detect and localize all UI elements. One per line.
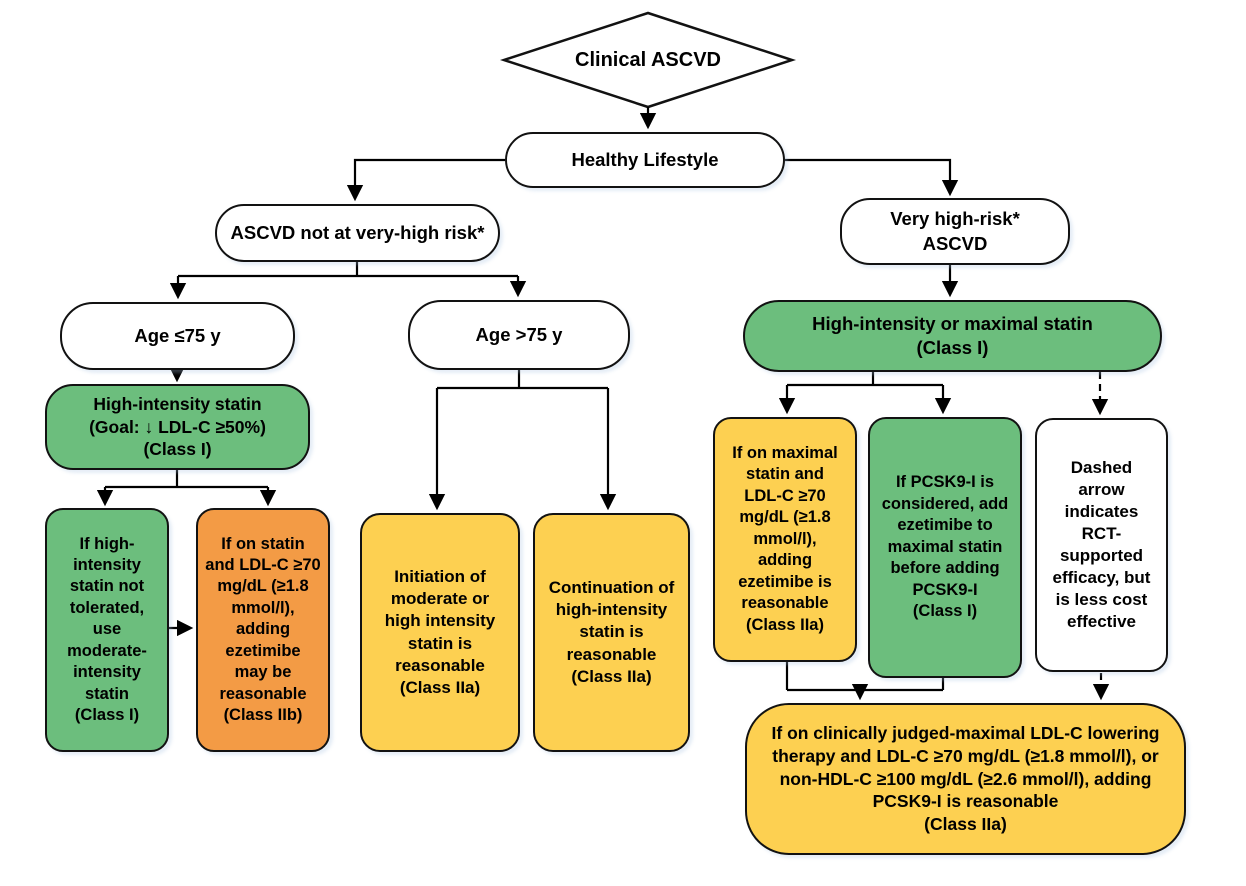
node-healthy-lifestyle: Healthy Lifestyle — [505, 132, 785, 188]
node-pcsk9-reasonable: If on clinically judged-maximal LDL-C lo… — [745, 703, 1186, 855]
node-statin-not-tolerated: If high- intensity statin not tolerated,… — [45, 508, 169, 752]
node-maximal-statin-ezetimibe: If on maximal statin and LDL-C ≥70 mg/dL… — [713, 417, 857, 662]
node-pcsk9-considered: If PCSK9-I is considered, add ezetimibe … — [868, 417, 1022, 678]
node-high-intensity-statin: High-intensity statin (Goal: ↓ LDL-C ≥50… — [45, 384, 310, 470]
decision-clinical-ascvd: Clinical ASCVD — [575, 48, 721, 71]
node-age-gt-75: Age >75 y — [408, 300, 630, 370]
node-high-intensity-or-maximal-statin: High-intensity or maximal statin (Class … — [743, 300, 1162, 372]
node-age-le-75: Age ≤75 y — [60, 302, 295, 370]
node-continuation-statin: Continuation of high-intensity statin is… — [533, 513, 690, 752]
node-dashed-arrow-note: Dashed arrow indicates RCT- supported ef… — [1035, 418, 1168, 672]
node-ezetimibe-may-be-reasonable: If on statin and LDL-C ≥70 mg/dL (≥1.8 m… — [196, 508, 330, 752]
node-initiation-statin: Initiation of moderate or high intensity… — [360, 513, 520, 752]
edge-lifestyle-right — [785, 158, 959, 197]
node-ascvd-not-very-high-risk: ASCVD not at very-high risk* — [215, 204, 500, 262]
edge-lifestyle-left — [346, 158, 505, 202]
node-very-high-risk-ascvd: Very high-risk* ASCVD — [840, 198, 1070, 265]
